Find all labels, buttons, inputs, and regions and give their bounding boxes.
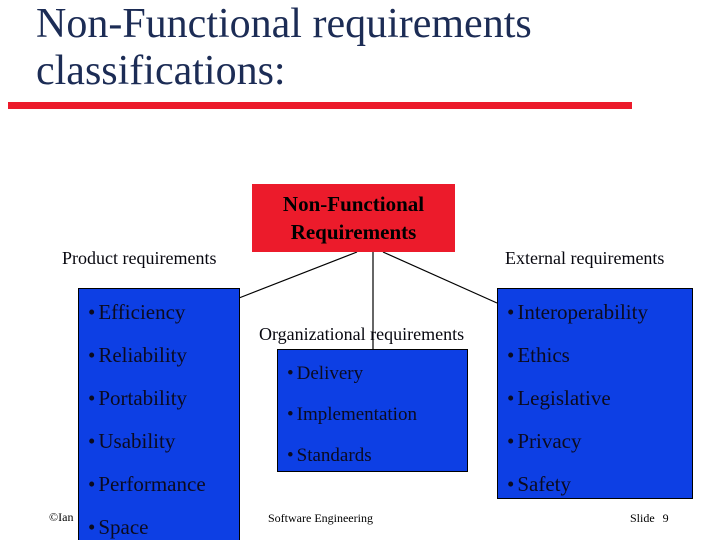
footer-slide-number: Slide 9 xyxy=(630,511,669,526)
external-requirements-box: Interoperability Ethics Legislative Priv… xyxy=(497,288,693,499)
product-requirements-label: Product requirements xyxy=(62,248,217,268)
list-item: Delivery xyxy=(287,353,467,394)
list-item: Privacy xyxy=(507,420,692,463)
root-node-non-functional-requirements: Non-Functional Requirements xyxy=(252,184,455,252)
footer-copyright: ©Ian xyxy=(49,510,74,524)
page-title: Non-Functional requirements classificati… xyxy=(36,1,532,95)
root-node-line2: Requirements xyxy=(290,220,417,244)
list-item: Interoperability xyxy=(507,291,692,334)
page-title-line2: classifications: xyxy=(36,48,286,94)
slide-label: Slide xyxy=(630,511,655,525)
title-underline-rule xyxy=(8,102,632,109)
list-item: Efficiency xyxy=(88,291,239,334)
list-item: Standards xyxy=(287,435,467,476)
footer-course-title: Software Engineering xyxy=(268,511,373,525)
external-requirements-label: External requirements xyxy=(505,248,665,268)
list-item: Usability xyxy=(88,420,239,463)
slide-number-value: 9 xyxy=(662,511,669,525)
list-item: Space xyxy=(88,506,239,540)
page-title-line1: Non-Functional requirements xyxy=(36,1,532,47)
list-item: Reliability xyxy=(88,334,239,377)
organizational-requirements-box: Delivery Implementation Standards xyxy=(277,349,468,472)
root-node-line1: Non-Functional xyxy=(282,192,425,216)
product-requirements-box: Efficiency Reliability Portability Usabi… xyxy=(78,288,240,540)
list-item: Ethics xyxy=(507,334,692,377)
list-item: Portability xyxy=(88,377,239,420)
list-item: Performance xyxy=(88,463,239,506)
list-item: Legislative xyxy=(507,377,692,420)
list-item: Implementation xyxy=(287,394,467,435)
organizational-requirements-label: Organizational requirements xyxy=(259,324,465,344)
list-item: Safety xyxy=(507,463,692,506)
